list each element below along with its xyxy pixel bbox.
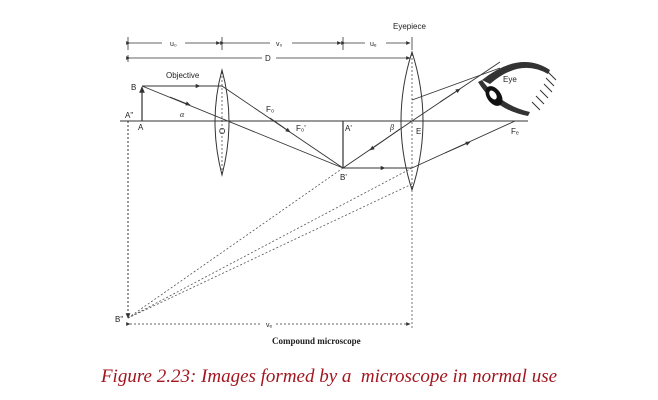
figure-caption: Figure 2.23: Images formed by a microsco… [100, 366, 558, 387]
label-A: A [138, 123, 144, 132]
subcaption: Compound microscope [272, 336, 361, 346]
label-E: E [416, 127, 421, 136]
label-eyepiece: Eyepiece [393, 22, 426, 31]
label-D: D [265, 54, 271, 63]
objective-rays [141, 83, 344, 169]
label-O: O [219, 127, 225, 136]
label-u-e: uₑ [370, 41, 377, 48]
label-B-dbl: B" [115, 315, 123, 324]
label-B-prime: B' [340, 173, 347, 182]
label-u-o: u₀ [170, 41, 177, 48]
label-v-o: v₀ [276, 41, 283, 48]
eyepiece-rays [342, 61, 516, 171]
label-alpha: α [180, 110, 185, 119]
label-F-e: Fₑ [511, 127, 519, 136]
label-F-o-prime: F₀' [296, 124, 306, 133]
label-A-prime: A' [345, 124, 352, 133]
objective-lens [214, 68, 230, 177]
eye-icon [478, 62, 557, 116]
label-v-e: vₑ [266, 322, 273, 329]
label-objective: Objective [166, 71, 200, 80]
label-B: B [131, 83, 136, 92]
virtual-rays [127, 121, 413, 330]
label-F-o: F₀ [266, 105, 274, 114]
label-A-star: A" [125, 111, 133, 120]
label-beta: β [389, 123, 394, 132]
dimension-top [126, 37, 413, 62]
label-eye: Eye [503, 75, 517, 84]
